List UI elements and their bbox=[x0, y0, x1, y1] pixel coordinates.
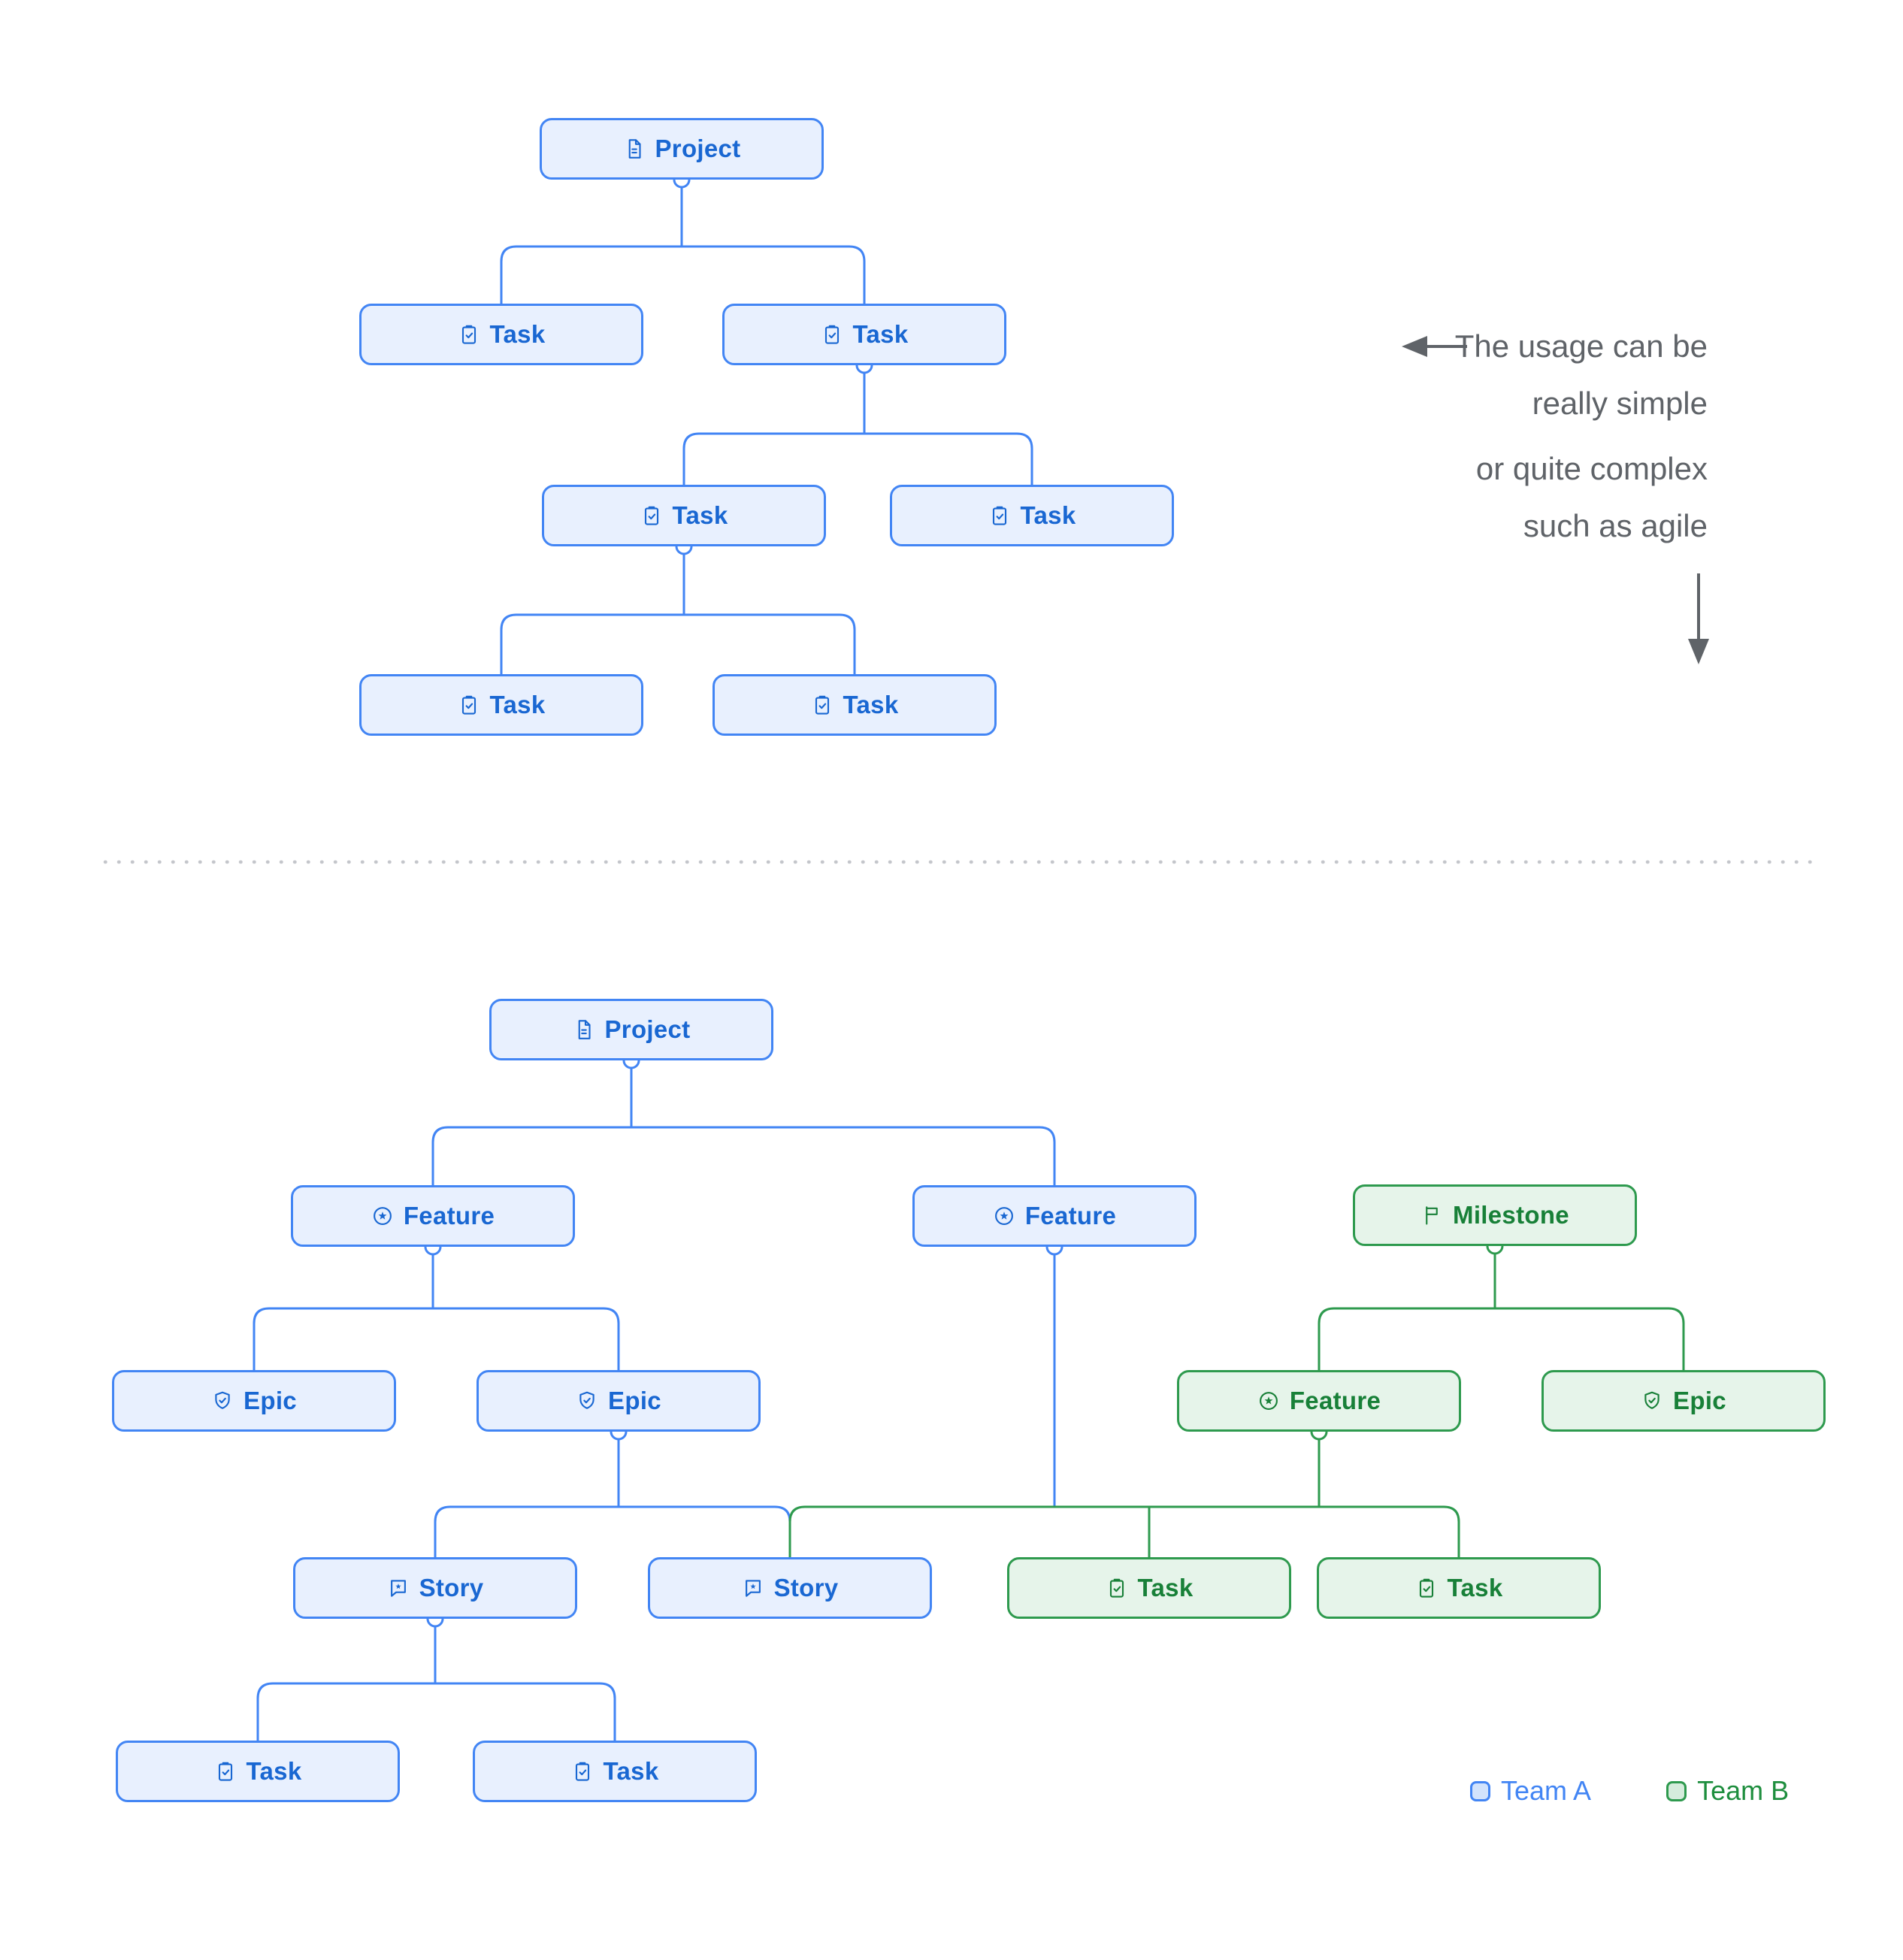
bubble-star-icon bbox=[390, 1580, 406, 1597]
connector-edge bbox=[253, 1247, 620, 1370]
clipboard-check-icon bbox=[575, 1762, 589, 1781]
milestone-node[interactable]: Milestone bbox=[1353, 1184, 1637, 1246]
node-label: Task bbox=[843, 691, 899, 718]
annotation-line: really simple bbox=[1532, 386, 1708, 421]
star-circle-icon bbox=[373, 1207, 392, 1225]
node-label: Task bbox=[1020, 501, 1076, 529]
task-node[interactable]: Task bbox=[712, 674, 997, 736]
task-node[interactable]: Task bbox=[1007, 1557, 1291, 1619]
task-node[interactable]: Task bbox=[473, 1741, 757, 1802]
task-node[interactable]: Task bbox=[359, 304, 643, 365]
team-b-swatch-icon bbox=[1666, 1780, 1687, 1801]
story-node[interactable]: Story bbox=[648, 1557, 932, 1619]
legend-label: Team A bbox=[1501, 1775, 1592, 1806]
node-label: Epic bbox=[1673, 1387, 1726, 1414]
legend-item-team-a: Team A bbox=[1470, 1775, 1591, 1807]
connector-edge bbox=[788, 1432, 1460, 1557]
node-label: Epic bbox=[608, 1387, 661, 1414]
connector-edge bbox=[500, 180, 866, 304]
node-label: Project bbox=[604, 1015, 691, 1043]
task-node[interactable]: Task bbox=[722, 304, 1006, 365]
left-arrow-icon bbox=[1402, 336, 1467, 357]
shield-check-icon bbox=[215, 1391, 230, 1409]
feature-node[interactable]: Feature bbox=[291, 1185, 575, 1247]
node-label: Task bbox=[1137, 1574, 1194, 1602]
node-label: Milestone bbox=[1453, 1201, 1569, 1229]
node-label: Task bbox=[852, 320, 909, 348]
star-circle-icon bbox=[1259, 1392, 1278, 1410]
down-arrow-icon bbox=[1688, 573, 1709, 664]
connector-edge bbox=[256, 1619, 616, 1741]
annotation-paragraph: The usage can be really simple bbox=[1181, 318, 1708, 432]
task-node[interactable]: Task bbox=[1317, 1557, 1601, 1619]
legend-item-team-b: Team B bbox=[1666, 1775, 1789, 1807]
clipboard-check-icon bbox=[461, 325, 476, 344]
story-node[interactable]: Story bbox=[293, 1557, 577, 1619]
project-node[interactable]: Project bbox=[489, 999, 773, 1060]
task-node[interactable]: Task bbox=[542, 485, 826, 546]
annotation-paragraph: or quite complex such as agile bbox=[1181, 440, 1708, 555]
connector-edge bbox=[1318, 1246, 1685, 1370]
node-label: Task bbox=[672, 501, 728, 529]
node-label: Story bbox=[419, 1574, 484, 1602]
shield-check-icon bbox=[1644, 1391, 1659, 1409]
clipboard-check-icon bbox=[815, 695, 829, 715]
node-label: Task bbox=[246, 1757, 302, 1785]
clipboard-check-icon bbox=[218, 1762, 232, 1781]
connector-edge bbox=[434, 1432, 791, 1557]
legend-label: Team B bbox=[1697, 1775, 1790, 1806]
node-label: Story bbox=[773, 1574, 839, 1602]
document-icon bbox=[578, 1020, 591, 1039]
epic-node[interactable]: Epic bbox=[112, 1370, 396, 1432]
flag-icon bbox=[1426, 1206, 1438, 1225]
annotation-line: such as agile bbox=[1523, 508, 1708, 543]
node-label: Task bbox=[489, 691, 546, 718]
clipboard-check-icon bbox=[644, 506, 658, 525]
node-label: Epic bbox=[244, 1387, 297, 1414]
node-label: Task bbox=[1447, 1574, 1503, 1602]
legend: Team A Team B bbox=[1470, 1775, 1789, 1807]
bubble-star-icon bbox=[745, 1580, 761, 1597]
clipboard-check-icon bbox=[1419, 1578, 1433, 1598]
connector-edge bbox=[431, 1060, 1056, 1185]
node-label: Feature bbox=[403, 1202, 495, 1230]
team-a-swatch-icon bbox=[1470, 1780, 1490, 1801]
node-label: Feature bbox=[1024, 1202, 1117, 1230]
node-label: Task bbox=[489, 320, 546, 348]
annotation-line: or quite complex bbox=[1475, 451, 1708, 486]
feature-node[interactable]: Feature bbox=[912, 1185, 1197, 1247]
shield-check-icon bbox=[579, 1391, 594, 1409]
clipboard-check-icon bbox=[992, 506, 1006, 525]
clipboard-check-icon bbox=[461, 695, 476, 715]
epic-node[interactable]: Epic bbox=[1541, 1370, 1826, 1432]
node-label: Task bbox=[603, 1757, 659, 1785]
connector-edge bbox=[682, 365, 1033, 485]
project-node[interactable]: Project bbox=[540, 118, 824, 180]
node-label: Feature bbox=[1289, 1387, 1381, 1414]
task-node[interactable]: Task bbox=[116, 1741, 400, 1802]
node-label: Project bbox=[655, 135, 741, 162]
document-icon bbox=[628, 139, 641, 159]
star-circle-icon bbox=[994, 1207, 1013, 1225]
clipboard-check-icon bbox=[1109, 1578, 1124, 1598]
clipboard-check-icon bbox=[824, 325, 839, 344]
annotation-text: The usage can be really simple or quite … bbox=[1181, 318, 1708, 555]
epic-node[interactable]: Epic bbox=[477, 1370, 761, 1432]
task-node[interactable]: Task bbox=[359, 674, 643, 736]
task-node[interactable]: Task bbox=[890, 485, 1174, 546]
annotation-line: The usage can be bbox=[1454, 328, 1708, 364]
feature-node[interactable]: Feature bbox=[1177, 1370, 1461, 1432]
connector-edge bbox=[500, 546, 856, 674]
